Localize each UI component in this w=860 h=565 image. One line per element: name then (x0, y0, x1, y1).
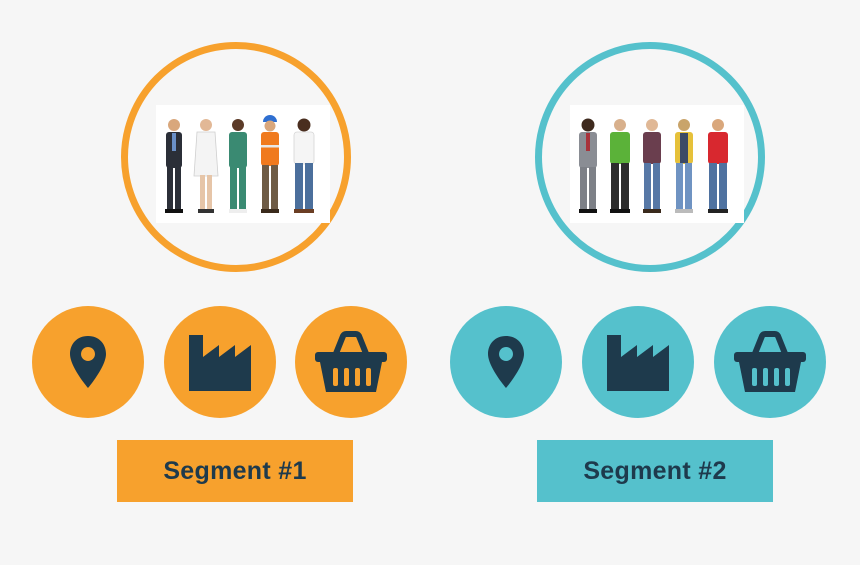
segment-1-location-badge (32, 306, 144, 418)
person-construction-worker (261, 115, 279, 213)
factory-icon (189, 335, 251, 391)
shopping-basket-icon (315, 330, 387, 392)
person-red-sweater (708, 119, 728, 213)
segment-2-industry-badge (582, 306, 694, 418)
segment-1-people-ring (121, 42, 351, 272)
segment-1: Segment #1 (32, 42, 407, 502)
segment-2: Segment #2 (430, 0, 860, 565)
segment-1-people-photo (156, 105, 330, 223)
person-nurse (229, 119, 247, 213)
segment-2-location-badge (450, 306, 562, 418)
person-businessman (165, 119, 183, 213)
segment-2-label: Segment #2 (537, 440, 773, 502)
person-grey-suit (579, 118, 597, 213)
location-pin-icon (488, 336, 524, 388)
person-casual-man (293, 118, 315, 213)
shopping-basket-icon (734, 330, 806, 392)
segment-1-shopping-badge (295, 306, 407, 418)
person-yellow-cardigan (675, 119, 693, 213)
casual-people-illustration (579, 118, 728, 213)
segment-2-people-ring (535, 42, 765, 272)
person-doctor (193, 119, 219, 213)
segment-1-industry-badge (164, 306, 276, 418)
factory-icon (607, 335, 669, 391)
person-plaid-shirt (643, 119, 661, 213)
person-green-sweater (610, 119, 630, 213)
professionals-illustration (165, 115, 315, 213)
segment-2-people-photo (570, 105, 744, 223)
segment-1-label: Segment #1 (117, 440, 353, 502)
location-pin-icon (70, 336, 106, 388)
segment-2-shopping-badge (714, 306, 826, 418)
